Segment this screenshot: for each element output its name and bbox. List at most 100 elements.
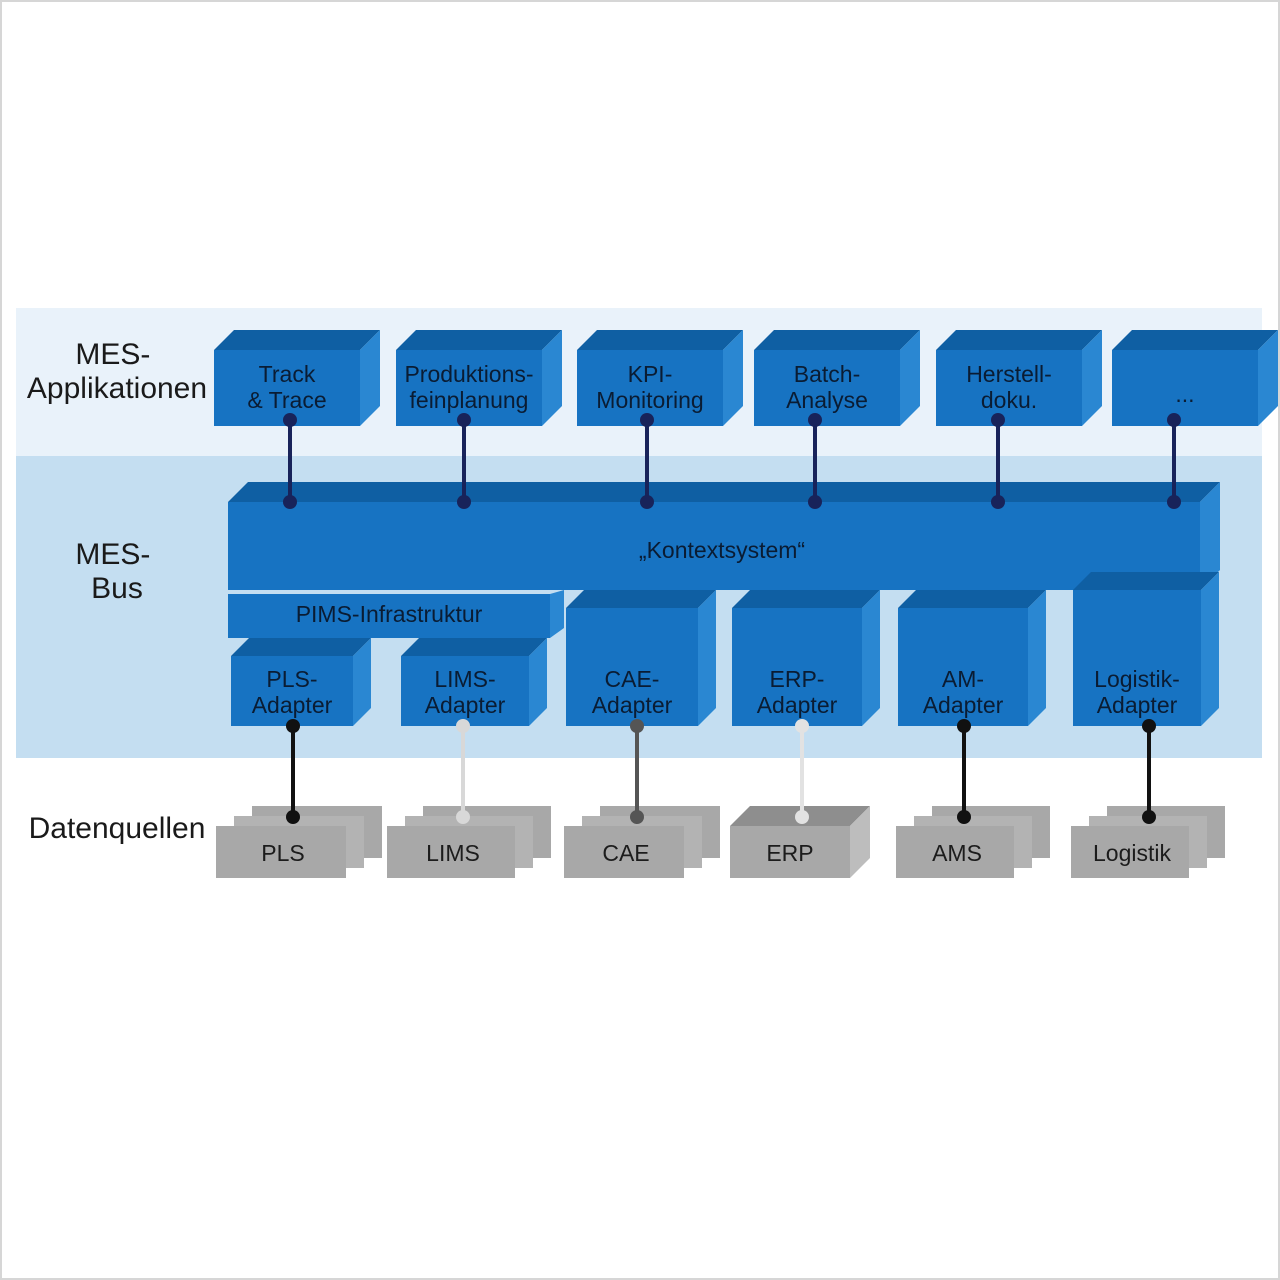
layer-label-applications-line2: Applikationen (27, 372, 207, 405)
layer-label-applications-line1: MES- (75, 338, 150, 371)
adapter-label-erp: ERP-Adapter (757, 666, 838, 718)
adapter-block-am-front (898, 608, 1028, 726)
app-block-produktionsfeinplanung-front (396, 350, 542, 426)
adapter-label-pls: PLS-Adapter (252, 666, 333, 718)
connector-lines (283, 413, 1181, 824)
app-block-herstelldoku-side (1082, 330, 1102, 426)
app-block-track-trace-top (214, 330, 380, 350)
link-dot-adapter-logistik (1142, 719, 1156, 733)
adapter-label-lims-line1: LIMS- (434, 666, 495, 692)
layer-label-sources: Datenquellen (29, 812, 206, 845)
adapter-block-am-top (898, 590, 1046, 608)
app-label-produktionsfeinplanung-line1: Produktions- (404, 361, 533, 387)
app-block-track-trace: Track& Trace (214, 330, 380, 426)
adapter-label-erp-line2: Adapter (757, 692, 838, 718)
app-block-herstelldoku-front (936, 350, 1082, 426)
link-dot-bottom-track-trace (283, 495, 297, 509)
link-dot-source-cae (630, 810, 644, 824)
adapter-block-pls: PLS-Adapter (231, 638, 371, 726)
app-block-herstelldoku: Herstell-doku. (936, 330, 1102, 426)
app-block-more-front (1112, 350, 1258, 426)
source-stack-logistik: Logistik (1071, 806, 1225, 878)
adapter-label-pls-line1: PLS- (266, 666, 317, 692)
link-dot-adapter-cae (630, 719, 644, 733)
link-dot-top-herstelldoku (991, 413, 1005, 427)
adapter-block-cae-top (566, 590, 716, 608)
app-label-produktionsfeinplanung-line2: feinplanung (410, 387, 529, 413)
link-dot-source-pls (286, 810, 300, 824)
app-block-produktionsfeinplanung-side (542, 330, 562, 426)
source-label-logistik: Logistik (1093, 840, 1171, 866)
adapter-label-lims: LIMS-Adapter (425, 666, 506, 718)
app-block-produktionsfeinplanung: Produktions-feinplanung (396, 330, 562, 426)
source-stack-cae: CAE (564, 806, 720, 878)
app-label-more: ... (1175, 381, 1194, 407)
source-label-lims: LIMS (426, 840, 480, 866)
app-label-herstelldoku-line1: Herstell- (966, 361, 1052, 387)
layer-label-bus: MES- Bus (75, 538, 158, 605)
app-block-herstelldoku-top (936, 330, 1102, 350)
source-label-ams: AMS (932, 840, 982, 866)
app-block-kpi-monitoring-top (577, 330, 743, 350)
adapter-block-lims-front (401, 656, 529, 726)
source-label-cae: CAE (602, 840, 649, 866)
source-stack-pls: PLS (216, 806, 382, 878)
context-system-block: „Kontextsystem“ (228, 482, 1220, 590)
application-blocks: Track& Trace Produktions-feinplanung KPI-M… (214, 330, 1278, 426)
app-label-kpi-monitoring-line2: Monitoring (596, 387, 703, 413)
app-label-kpi-monitoring-line1: KPI- (628, 361, 673, 387)
adapter-block-cae: CAE-Adapter (566, 590, 716, 726)
source-label-pls: PLS (261, 840, 304, 866)
app-label-batch-analyse-line2: Analyse (786, 387, 868, 413)
app-block-more: ... (1112, 330, 1278, 426)
adapter-label-am-line2: Adapter (923, 692, 1004, 718)
source-block-logistik-front (1071, 826, 1189, 878)
source-block-erp-front (730, 826, 850, 878)
app-label-herstelldoku-line2: doku. (981, 387, 1037, 413)
adapter-block-cae-front (566, 608, 698, 726)
adapter-label-cae-line2: Adapter (592, 692, 673, 718)
link-dot-source-erp (795, 810, 809, 824)
adapter-block-lims-side (529, 638, 547, 726)
adapter-block-cae-side (698, 590, 716, 726)
link-dot-adapter-ams (957, 719, 971, 733)
source-stack-lims: LIMS (387, 806, 551, 878)
app-label-herstelldoku: Herstell-doku. (966, 361, 1052, 413)
source-block-pls-front (216, 826, 346, 878)
adapter-block-logistik: Logistik-Adapter (1073, 572, 1219, 726)
source-block-ams-front (896, 826, 1014, 878)
app-label-batch-analyse: Batch-Analyse (786, 361, 868, 413)
adapter-label-logistik: Logistik-Adapter (1094, 666, 1180, 718)
adapter-label-logistik-line1: Logistik- (1094, 666, 1180, 692)
source-label-erp: ERP (766, 840, 813, 866)
adapter-block-pls-top (231, 638, 371, 656)
context-system-top (228, 482, 1220, 502)
context-system-side (1200, 482, 1220, 590)
source-block-erp-side (850, 806, 870, 878)
adapter-block-lims-top (401, 638, 547, 656)
source-block-lims (387, 826, 515, 878)
context-system-label: „Kontextsystem“ (639, 537, 805, 563)
app-block-batch-analyse-top (754, 330, 920, 350)
pims-infrastructure-side (550, 590, 564, 638)
app-block-produktionsfeinplanung-top (396, 330, 562, 350)
app-label-track-trace: Track& Trace (247, 361, 326, 413)
adapter-block-lims: LIMS-Adapter (401, 638, 547, 726)
app-label-produktionsfeinplanung: Produktions-feinplanung (404, 361, 533, 413)
app-block-track-trace-front (214, 350, 360, 426)
link-dot-adapter-lims (456, 719, 470, 733)
link-dot-bottom-produktionsfeinplanung (457, 495, 471, 509)
app-block-kpi-monitoring: KPI-Monitoring (577, 330, 743, 426)
app-block-more-side (1258, 330, 1278, 426)
pims-infrastructure-label: PIMS-Infrastruktur (296, 601, 483, 627)
link-dot-adapter-erp (795, 719, 809, 733)
app-label-kpi-monitoring: KPI-Monitoring (596, 361, 703, 413)
app-block-kpi-monitoring-front (577, 350, 723, 426)
link-dot-source-logistik (1142, 810, 1156, 824)
adapter-block-am-side (1028, 590, 1046, 726)
adapter-label-erp-line1: ERP- (770, 666, 825, 692)
link-dot-bottom-kpi-monitoring (640, 495, 654, 509)
link-dot-top-track-trace (283, 413, 297, 427)
